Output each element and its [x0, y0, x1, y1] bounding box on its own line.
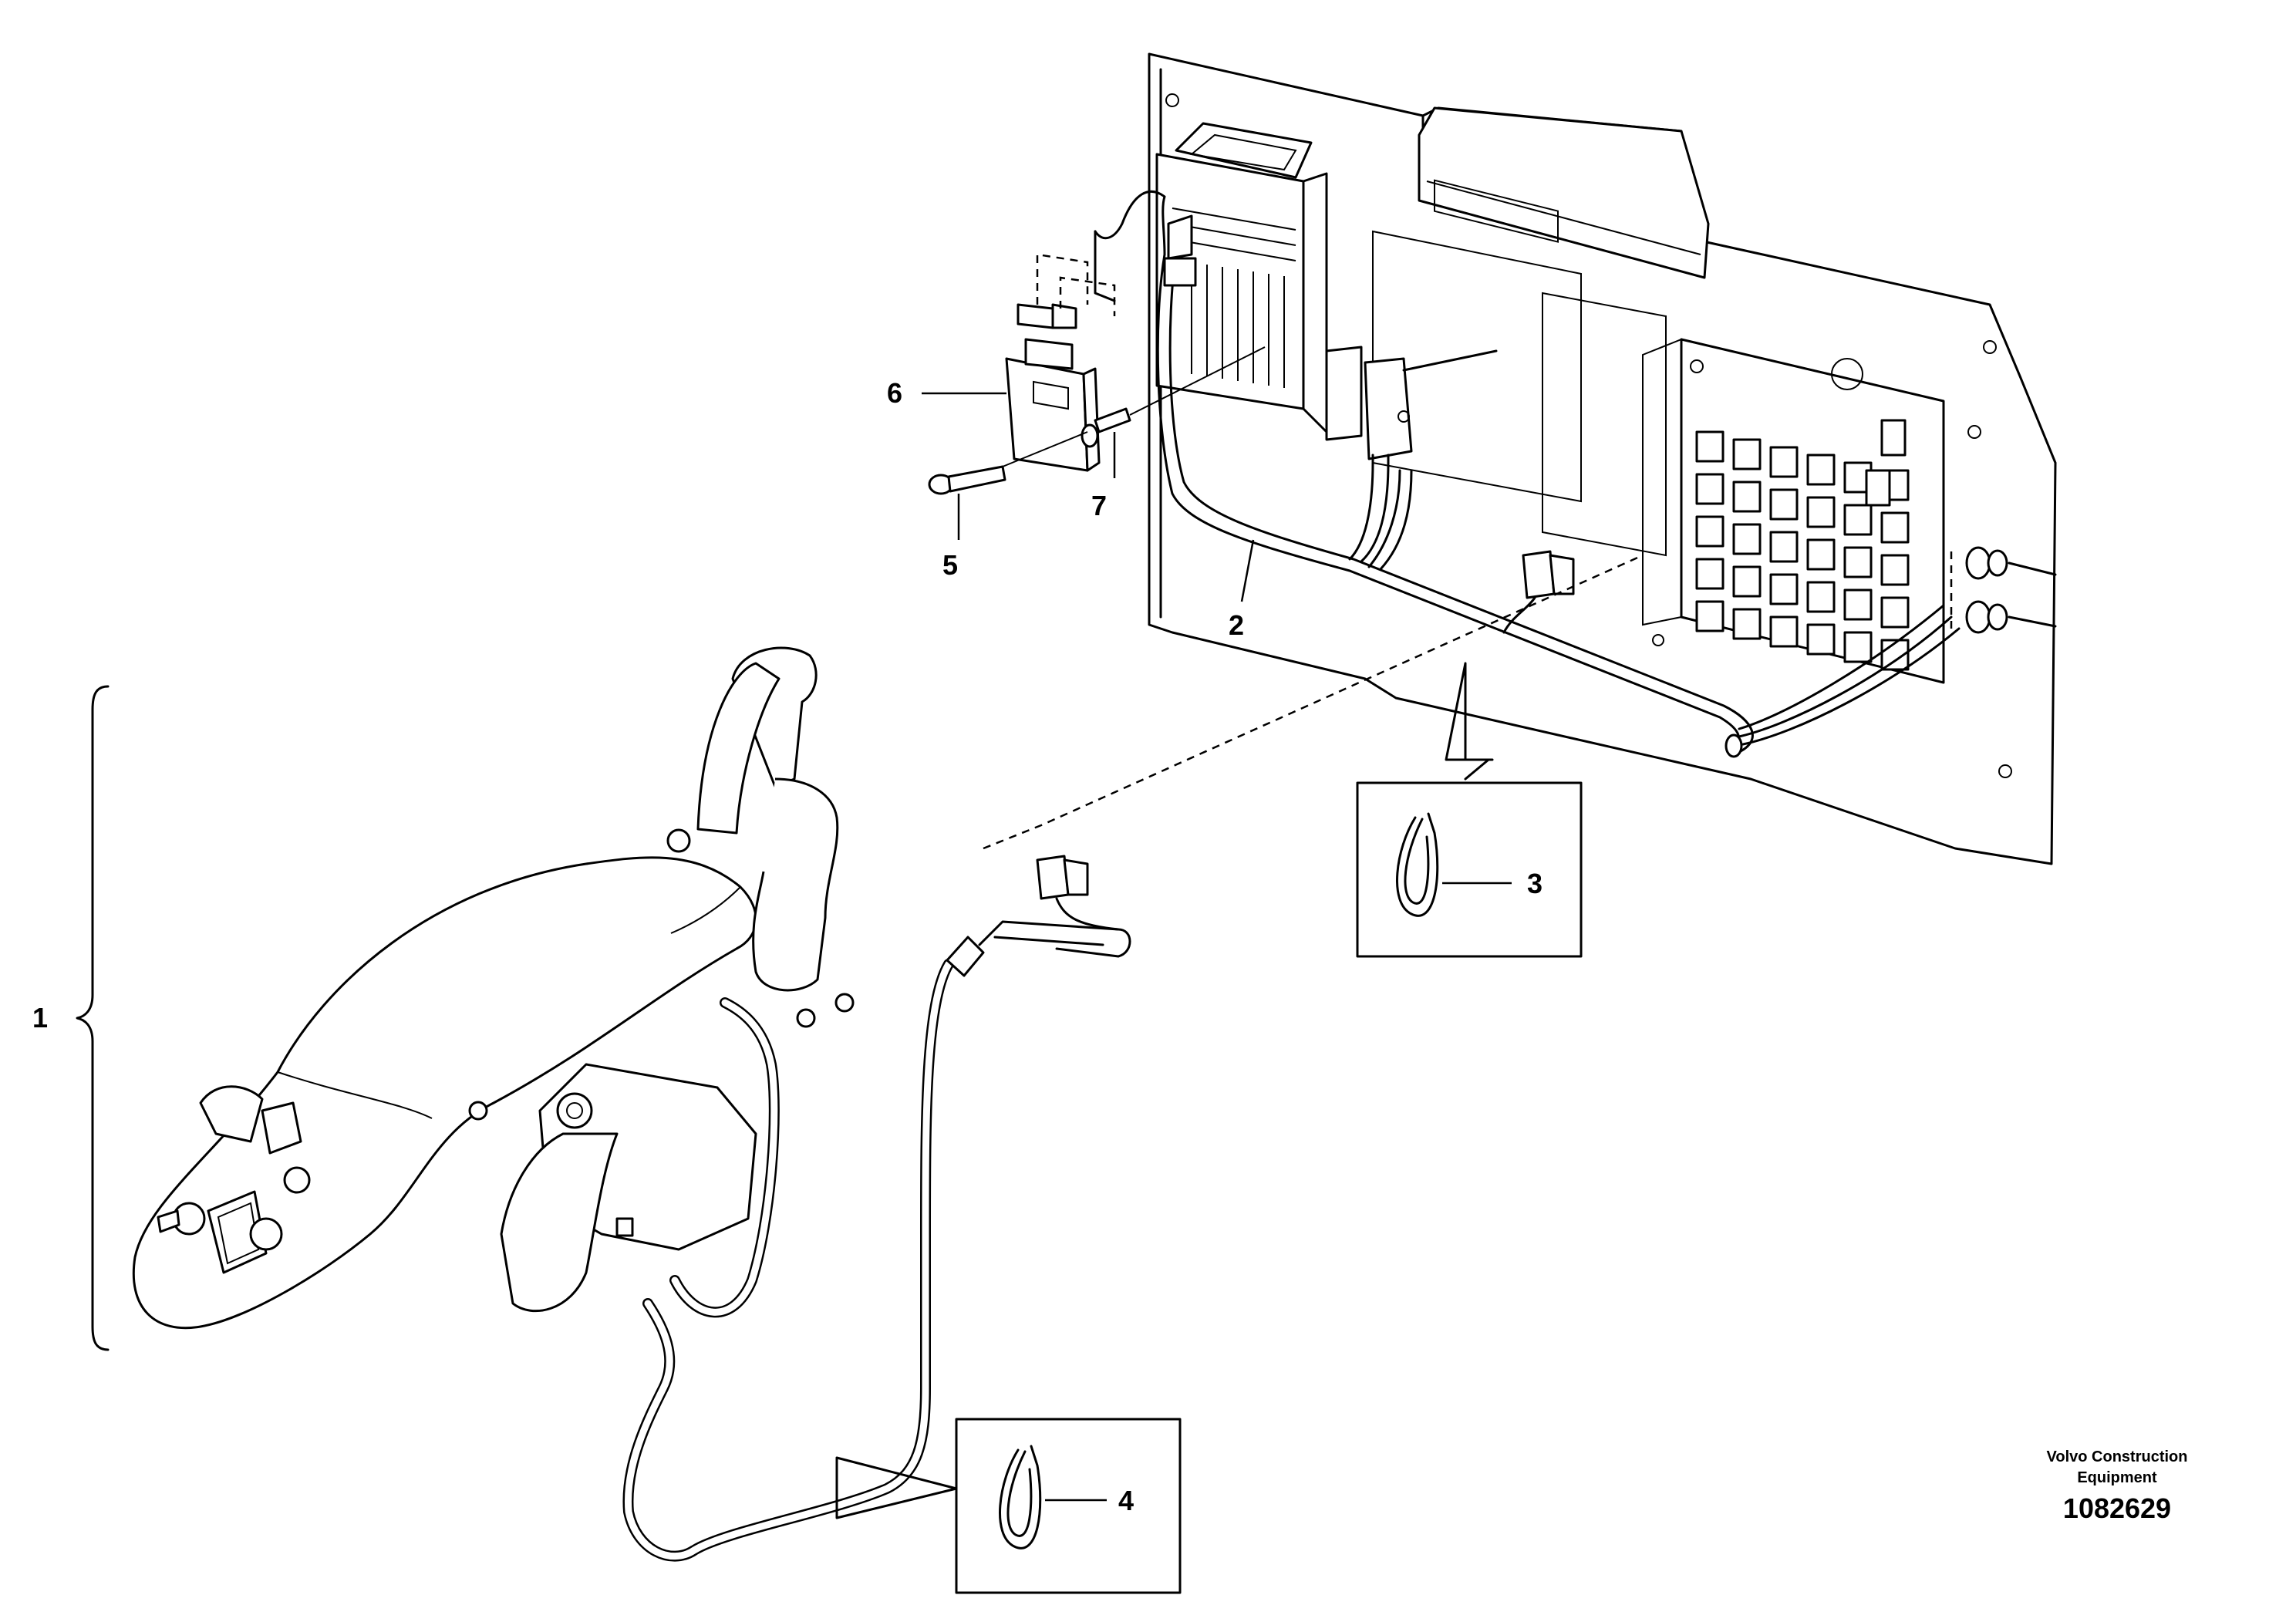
callout-6: 6 — [887, 377, 902, 409]
relay — [1732, 438, 1762, 470]
callout-4: 4 — [1118, 1485, 1134, 1516]
relay — [1806, 538, 1836, 571]
relay — [1732, 608, 1762, 640]
callout-2: 2 — [1229, 609, 1244, 641]
corrugated-hoses — [622, 855, 1131, 1562]
relay — [1769, 573, 1799, 605]
relay — [1843, 504, 1873, 536]
relay — [1695, 473, 1725, 505]
spacer — [1094, 346, 1266, 433]
relay — [1880, 511, 1910, 544]
connector-pair — [1325, 346, 1498, 460]
cable-tie-detail-3 — [1356, 662, 1583, 958]
footer-block: Volvo Construction Equipment 1082629 — [2047, 1448, 2188, 1524]
brand-line-1: Volvo Construction — [2047, 1448, 2188, 1465]
ecu-module — [1155, 153, 1328, 433]
harness-main — [1094, 190, 1961, 758]
relay — [1732, 481, 1762, 513]
leader-lines — [922, 392, 1255, 602]
round-connectors — [1950, 546, 2057, 634]
relay — [1732, 565, 1762, 598]
relay — [1806, 454, 1836, 486]
relay — [1695, 515, 1725, 548]
relay — [1695, 558, 1725, 590]
relay — [1880, 596, 1910, 629]
connection-dashed-line — [983, 554, 1644, 850]
relay — [1769, 615, 1799, 648]
joystick-assembly — [132, 646, 855, 1330]
relay — [1732, 523, 1762, 555]
relay — [1806, 581, 1836, 613]
relay — [1880, 554, 1910, 586]
drawing-number: 1082629 — [2063, 1492, 2171, 1524]
relay — [1769, 446, 1799, 478]
relay — [1769, 531, 1799, 563]
callout-labels: 1 2 3 4 5 6 7 — [32, 377, 1542, 1516]
relay — [1843, 588, 1873, 621]
callout-7: 7 — [1091, 490, 1107, 521]
relay-board — [1642, 338, 1945, 684]
relay — [1695, 600, 1725, 632]
cable-tie-detail-4 — [835, 1418, 1182, 1594]
relay — [1843, 631, 1873, 663]
relay — [1806, 496, 1836, 528]
callout-3: 3 — [1527, 868, 1542, 899]
brand-line-2: Equipment — [2077, 1469, 2157, 1486]
electrical-panel — [1148, 52, 2057, 865]
relay — [1769, 488, 1799, 521]
assembly-bracket — [76, 685, 110, 1351]
relay — [1843, 546, 1873, 578]
callout-1: 1 — [32, 1002, 48, 1034]
harness-connector — [1502, 550, 1575, 634]
relay — [1695, 430, 1725, 463]
relay — [1806, 623, 1836, 656]
control-module — [1005, 230, 1116, 472]
callout-5: 5 — [942, 549, 958, 581]
bolt — [928, 431, 1088, 495]
